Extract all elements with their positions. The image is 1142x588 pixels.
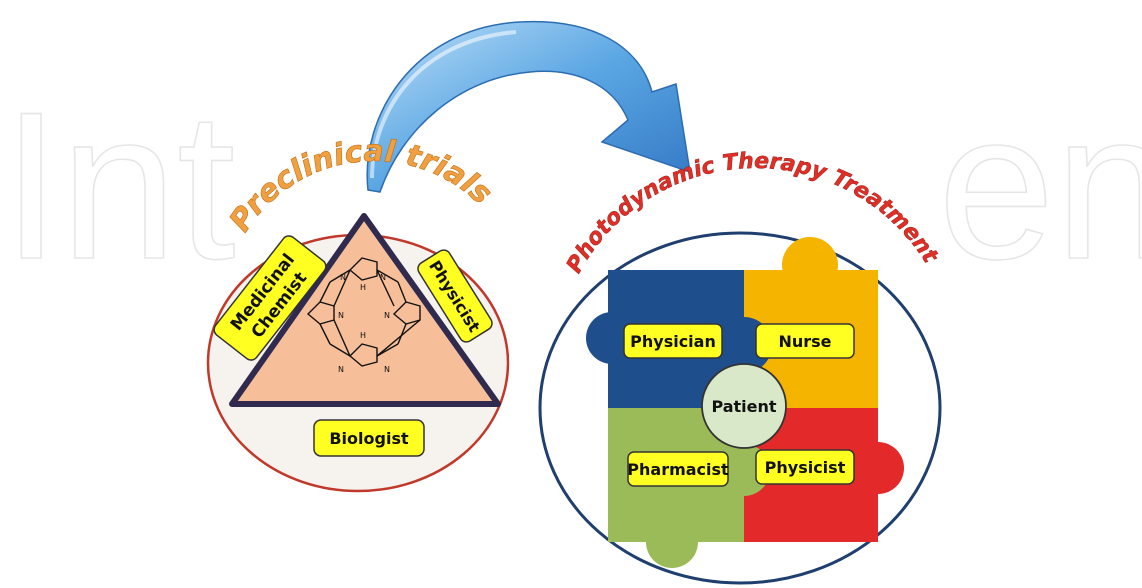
atom-n-top: N [340,273,346,282]
atom-n-bottom-right: N [384,365,390,374]
atom-n-right: N [384,311,390,320]
svg-text:Biologist: Biologist [329,429,409,448]
preclinical-triangle [229,213,501,407]
porphyrin-molecule-icon [306,257,421,367]
physician-label: Physician [623,323,723,359]
patient-center: Patient [701,363,787,449]
svg-text:Nurse: Nurse [778,332,831,351]
watermark-right: en [938,68,1142,303]
watermark-left: Int [2,68,235,303]
svg-text:Physician: Physician [630,332,716,351]
atom-n-left: N [338,311,344,320]
pharmacist-label: Pharmacist [627,451,729,487]
svg-text:Pharmacist: Pharmacist [627,460,729,479]
atom-n-top-right: N [380,273,386,282]
physicist-label-right: Physicist [755,449,855,485]
svg-text:Physicist: Physicist [765,458,846,477]
nurse-label: Nurse [755,323,855,359]
atom-h-bottom: H [360,331,366,340]
curved-arrow-icon [366,20,691,193]
biologist-label: Biologist [313,419,425,457]
svg-text:Patient: Patient [711,397,776,416]
atom-h-top: H [360,283,366,292]
preclinical-panel: Preclinical trials N H N N N H N [206,134,510,493]
pdt-treatment-panel: Photodynamic Therapy Treatment Physician [538,149,943,585]
atom-n-bottom-left: N [338,365,344,374]
